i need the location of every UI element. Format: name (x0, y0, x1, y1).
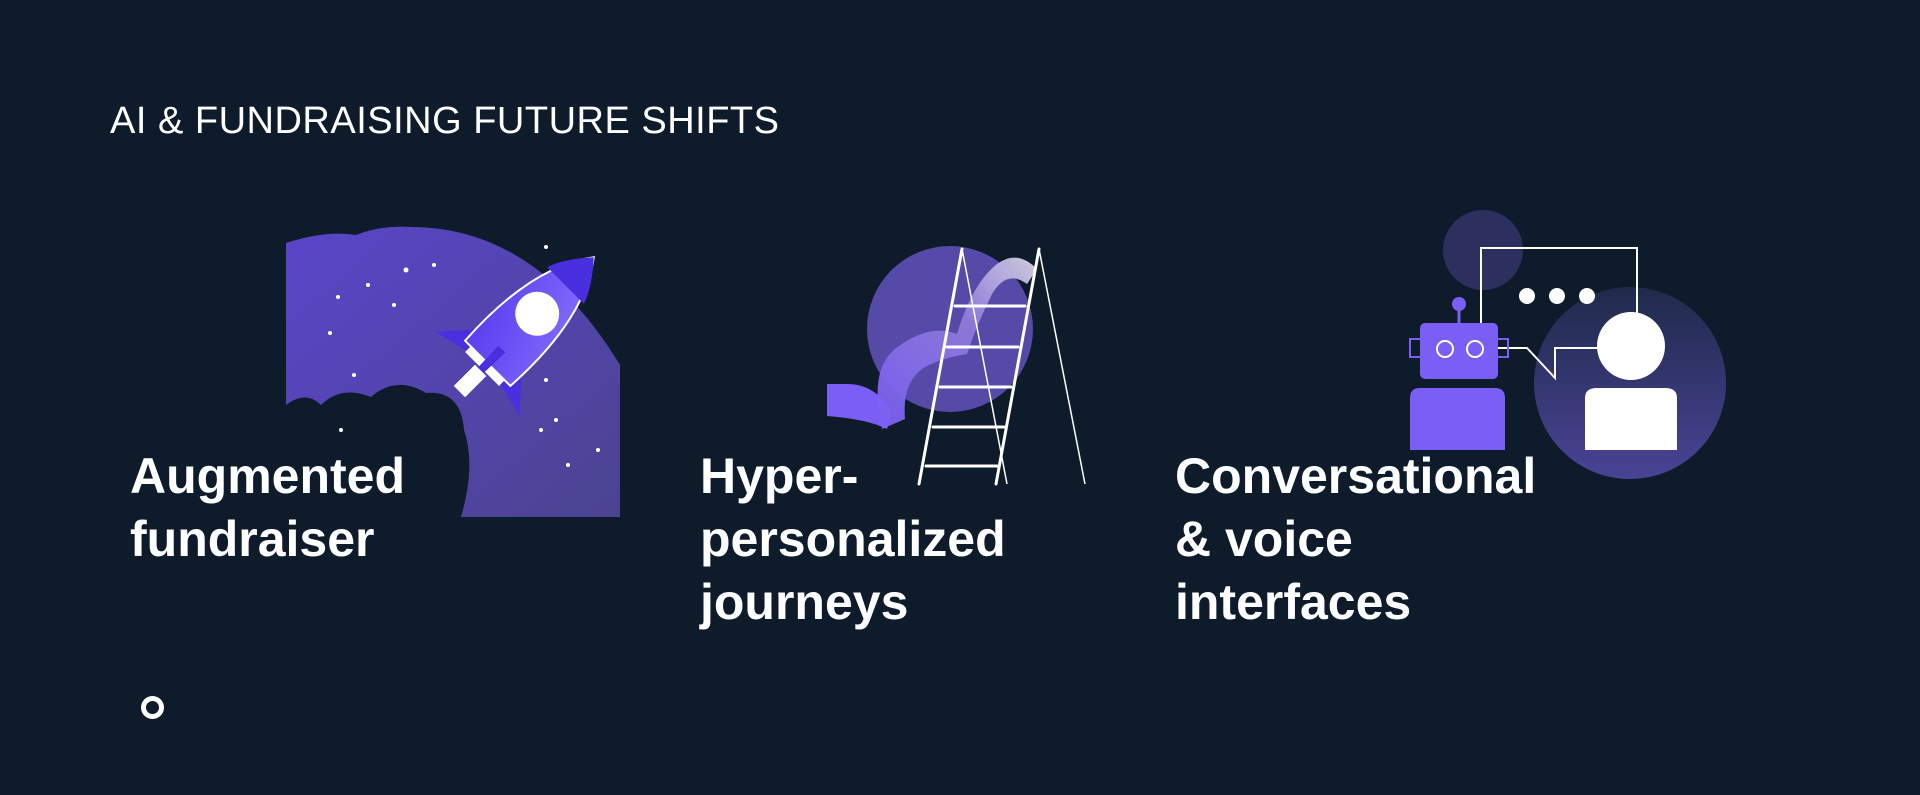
rocket-icon (286, 226, 620, 517)
card-label-augmented-fundraiser: Augmented fundraiser (130, 448, 405, 567)
ladder-icon (827, 246, 1086, 486)
slide-title: AI & FUNDRAISING FUTURE SHIFTS (110, 100, 780, 142)
card-label-hyper-personalized-journeys: Hyper- personalized journeys (700, 448, 1006, 630)
robot-chat-icon (1409, 210, 1726, 479)
ring-icon (141, 696, 164, 719)
card-label-conversational-voice-interfaces: Conversational & voice interfaces (1175, 448, 1537, 630)
